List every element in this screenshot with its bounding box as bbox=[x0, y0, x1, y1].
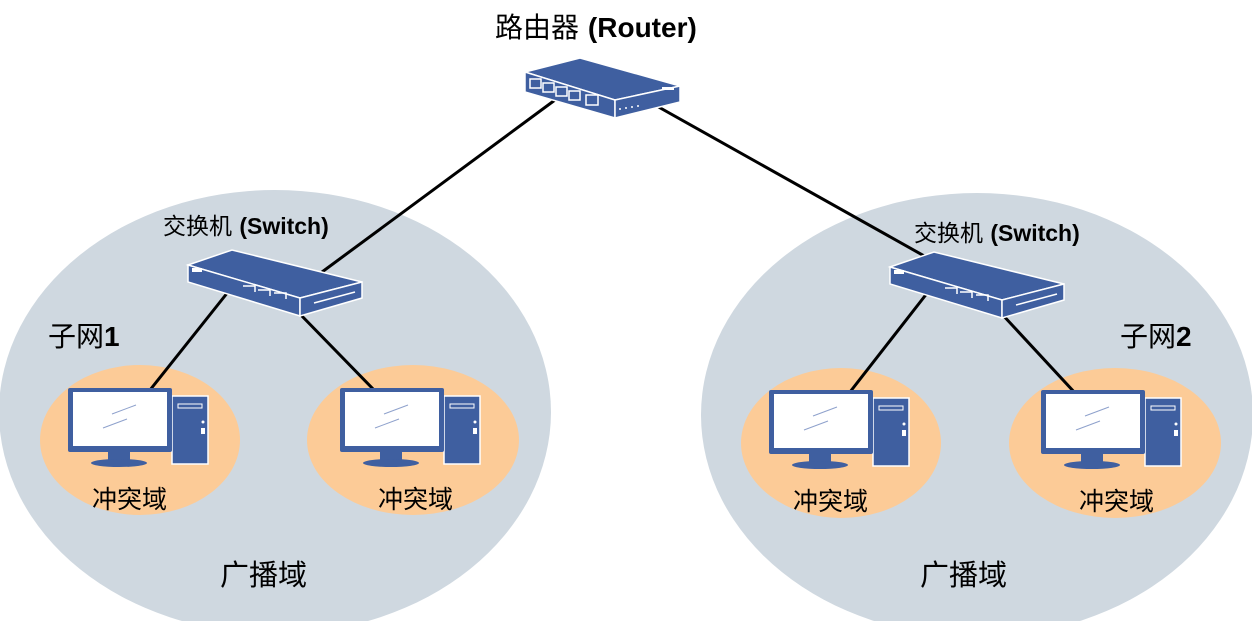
broadcast-label-2: 广播域 bbox=[920, 558, 1008, 592]
link-switch1-pc2 bbox=[296, 310, 378, 394]
switch-label-1: 交换机 (Switch) bbox=[163, 213, 329, 240]
collision-label-1b: 冲突域 bbox=[378, 485, 454, 514]
links bbox=[148, 98, 1078, 396]
router-label: 路由器 (Router) bbox=[495, 11, 697, 44]
collision-label-2b: 冲突域 bbox=[1079, 487, 1155, 516]
link-switch1-pc1 bbox=[148, 291, 230, 391]
collision-label-1a: 冲突域 bbox=[92, 485, 168, 514]
link-switch2-pc3 bbox=[848, 291, 930, 393]
switch-label-2: 交换机 (Switch) bbox=[914, 220, 1080, 247]
link-switch2-pc4 bbox=[998, 310, 1078, 396]
router-icon bbox=[522, 57, 681, 119]
subnet-label-1: 子网1 bbox=[48, 320, 120, 353]
link-router-switch2 bbox=[654, 103, 936, 264]
subnet-label-2: 子网2 bbox=[1120, 320, 1192, 353]
collision-label-2a: 冲突域 bbox=[793, 487, 869, 516]
broadcast-label-1: 广播域 bbox=[220, 558, 308, 592]
link-router-switch1 bbox=[321, 98, 556, 274]
